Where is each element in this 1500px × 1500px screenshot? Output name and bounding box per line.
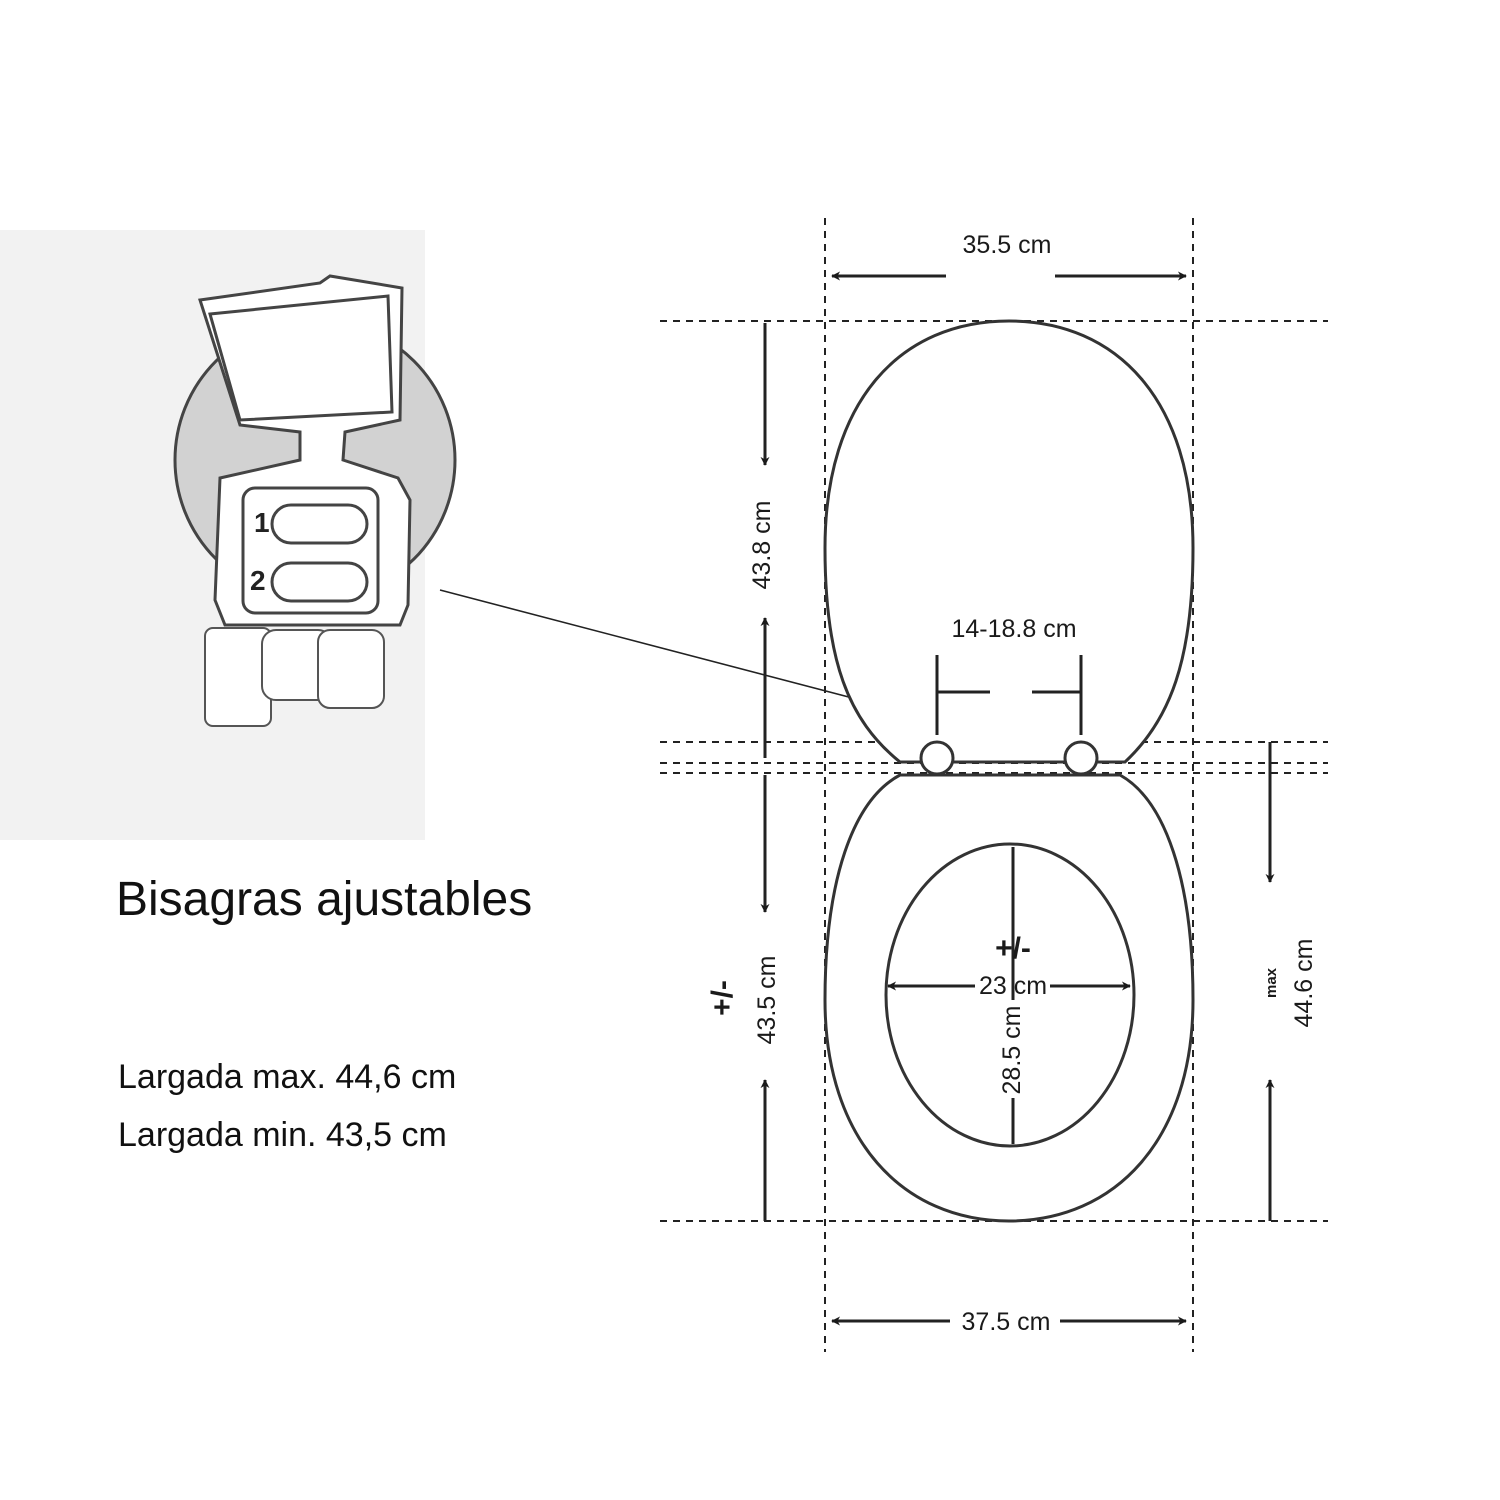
heading: Bisagras ajustables bbox=[116, 873, 533, 926]
seat-length-plus-minus: +/- bbox=[706, 980, 739, 1016]
hinge-left bbox=[919, 740, 955, 776]
seat-width-label: 37.5 cm bbox=[962, 1308, 1051, 1336]
max-seat-length-label: 44.6 cm bbox=[1290, 939, 1318, 1028]
min-length-spec: Largada min. 43,5 cm bbox=[118, 1116, 447, 1154]
slot-number-1: 1 bbox=[254, 507, 270, 538]
opening-length-label: 28.5 cm bbox=[998, 1006, 1026, 1095]
hinge-distance-label: 14-18.8 cm bbox=[951, 615, 1076, 643]
lid-length-label: 43.8 cm bbox=[748, 501, 776, 590]
max-length-spec: Largada max. 44,6 cm bbox=[118, 1058, 457, 1096]
dimension-arrows bbox=[760, 271, 1275, 1326]
lid-outline bbox=[823, 319, 1195, 764]
hinge-distance-bracket bbox=[935, 655, 1083, 735]
lid-width-label: 35.5 cm bbox=[963, 231, 1052, 259]
hinge-inset-illustration: 1 2 bbox=[0, 230, 457, 840]
slot-number-2: 2 bbox=[250, 565, 266, 596]
seat-length-label: 43.5 cm bbox=[753, 956, 781, 1045]
adjust-slot-1 bbox=[270, 503, 369, 545]
pointer-arrow bbox=[439, 589, 906, 712]
hinge-right bbox=[1063, 740, 1099, 776]
seat-opening bbox=[884, 842, 1136, 1148]
opening-width-plus-minus: +/- bbox=[995, 932, 1031, 965]
max-label: max bbox=[1263, 967, 1280, 998]
adjust-slot-2 bbox=[270, 561, 369, 603]
opening-width-label: 23 cm bbox=[979, 972, 1047, 1000]
